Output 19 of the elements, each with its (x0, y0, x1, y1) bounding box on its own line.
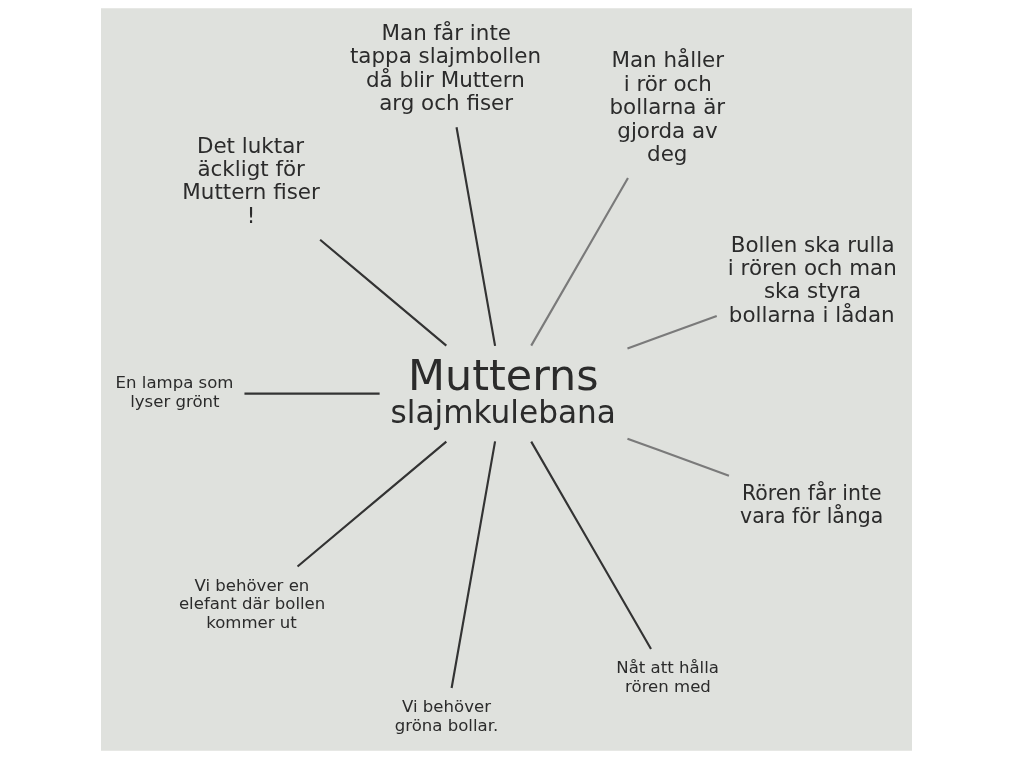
connector (626, 437, 729, 477)
node-text: Man får inte tappa slajmbollen då blir Muttern arg och fiser (349, 20, 541, 116)
node-text: Man håller i rör och bollarna är gjorda av deg (609, 47, 725, 166)
node-text: Nåt att hålla rören med (615, 658, 719, 696)
connector (450, 441, 496, 689)
node-text: En lampa som lyser grönt (115, 373, 233, 411)
connector (318, 238, 447, 347)
node-text: Bollen ska rulla i rören och man ska styra bollarna i lådan (727, 231, 897, 327)
node-text: Det luktar äckligt för Muttern fiser ! (181, 132, 320, 228)
node-text: Rören får inte vara för långa (739, 481, 883, 528)
node-text: Vi behöver en elefant där bollen kommer ut (178, 575, 325, 632)
connector (529, 177, 629, 347)
connector (626, 315, 717, 350)
connector (296, 440, 447, 568)
node-text: Mutterns slajmkulebana (390, 349, 616, 431)
connector (529, 441, 652, 650)
connector (455, 127, 496, 346)
node-text: Vi behöver gröna bollar. (394, 697, 498, 735)
connector (243, 392, 380, 395)
